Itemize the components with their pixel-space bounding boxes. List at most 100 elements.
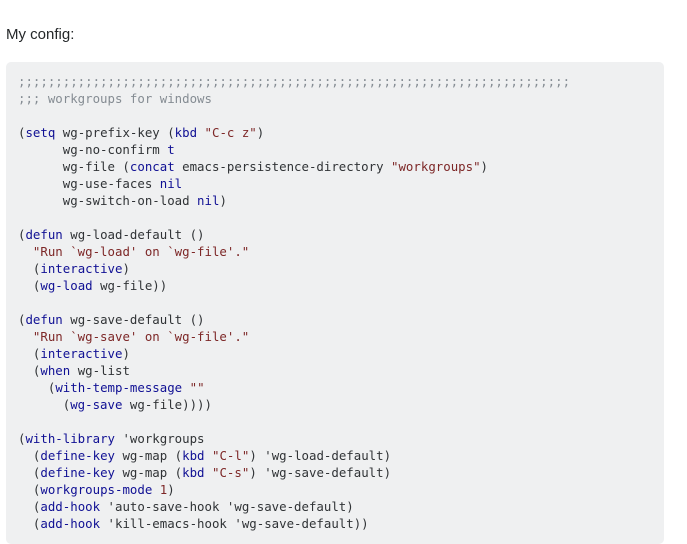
code-token-plain: wg-file ( xyxy=(18,159,130,174)
code-token-plain xyxy=(182,380,189,395)
code-token-plain: ) xyxy=(122,261,130,276)
code-line xyxy=(18,413,652,430)
code-line xyxy=(18,107,652,124)
code-token-keyword: when xyxy=(40,363,71,378)
code-line: (with-library 'workgroups xyxy=(18,430,652,447)
code-token-keyword: with-temp-message xyxy=(55,380,183,395)
code-token-plain: 'workgroups xyxy=(115,431,205,446)
code-line: "Run `wg-save' on `wg-file'." xyxy=(18,328,652,345)
code-token-plain: wg-use-faces xyxy=(18,176,160,191)
code-token-string: "C-s" xyxy=(212,465,250,480)
code-token-plain: wg-switch-on-load xyxy=(18,193,198,208)
code-token-plain xyxy=(152,482,159,497)
code-token-string: "workgroups" xyxy=(391,159,481,174)
code-token-keyword: setq xyxy=(25,125,56,140)
code-line: wg-switch-on-load nil) xyxy=(18,192,652,209)
code-token-keyword: kbd xyxy=(174,125,198,140)
code-line: (defun wg-load-default () xyxy=(18,226,652,243)
code-token-plain: ( xyxy=(18,448,41,463)
code-line: (interactive) xyxy=(18,260,652,277)
code-token-plain: ) xyxy=(256,125,265,140)
code-token-plain: ( xyxy=(18,397,71,412)
code-token-plain: emacs-persistence-directory xyxy=(174,159,392,174)
code-line xyxy=(18,209,652,226)
code-token-plain: ( xyxy=(18,516,41,531)
code-line: ;;;;;;;;;;;;;;;;;;;;;;;;;;;;;;;;;;;;;;;;… xyxy=(18,73,652,90)
code-line: (add-hook 'auto-save-hook 'wg-save-defau… xyxy=(18,498,652,515)
code-token-keyword: with-library xyxy=(25,431,115,446)
code-token-plain: wg-prefix-key ( xyxy=(55,125,175,140)
intro-paragraph: My config: xyxy=(6,26,75,43)
code-token-keyword: add-hook xyxy=(40,499,101,514)
code-token-keyword: kbd xyxy=(182,465,205,480)
code-token-plain: wg-file)))) xyxy=(122,397,212,412)
code-token-plain: ( xyxy=(18,278,41,293)
code-token-keyword: interactive xyxy=(40,261,123,276)
code-token-plain xyxy=(197,125,204,140)
code-line: wg-file (concat emacs-persistence-direct… xyxy=(18,158,652,175)
code-token-string: 1 xyxy=(159,482,168,497)
code-block[interactable]: ;;;;;;;;;;;;;;;;;;;;;;;;;;;;;;;;;;;;;;;;… xyxy=(6,62,664,544)
code-token-string: "Run `wg-save' on `wg-file'." xyxy=(32,329,250,344)
code-token-plain: ) xyxy=(219,193,227,208)
code-content[interactable]: ;;;;;;;;;;;;;;;;;;;;;;;;;;;;;;;;;;;;;;;;… xyxy=(18,73,652,532)
code-token-plain: ( xyxy=(18,482,41,497)
code-token-plain xyxy=(205,448,212,463)
code-line: ;;; workgroups for windows xyxy=(18,90,652,107)
code-line: (when wg-list xyxy=(18,362,652,379)
code-token-keyword: t xyxy=(167,142,175,157)
code-token-paren: ( xyxy=(18,227,26,242)
code-token-plain: 'auto-save-hook 'wg-save-default) xyxy=(100,499,354,514)
code-token-plain: 'kill-emacs-hook 'wg-save-default)) xyxy=(100,516,369,531)
code-token-keyword: define-key xyxy=(40,448,115,463)
code-token-string: "C-l" xyxy=(212,448,250,463)
code-token-paren: ( xyxy=(18,431,26,446)
code-line: (setq wg-prefix-key (kbd "C-c z") xyxy=(18,124,652,141)
code-token-keyword: kbd xyxy=(182,448,205,463)
code-token-plain: wg-map ( xyxy=(115,448,183,463)
code-token-plain xyxy=(18,329,33,344)
code-token-string: "" xyxy=(189,380,205,395)
code-line: (defun wg-save-default () xyxy=(18,311,652,328)
code-line: (add-hook 'kill-emacs-hook 'wg-save-defa… xyxy=(18,515,652,532)
code-token-plain: wg-load-default () xyxy=(62,227,205,242)
code-token-plain xyxy=(18,244,33,259)
code-line: (with-temp-message "" xyxy=(18,379,652,396)
code-line: wg-use-faces nil xyxy=(18,175,652,192)
code-token-plain: ( xyxy=(18,346,41,361)
code-line: (wg-load wg-file)) xyxy=(18,277,652,294)
code-token-plain xyxy=(205,465,212,480)
code-token-plain: ) 'wg-load-default) xyxy=(249,448,392,463)
code-token-plain: ( xyxy=(18,380,56,395)
code-token-string: "C-c z" xyxy=(204,125,257,140)
code-token-plain: wg-no-confirm xyxy=(18,142,168,157)
code-token-plain: wg-map ( xyxy=(115,465,183,480)
code-token-plain: ) xyxy=(122,346,130,361)
code-line xyxy=(18,294,652,311)
code-line: (workgroups-mode 1) xyxy=(18,481,652,498)
code-token-keyword: defun xyxy=(25,312,63,327)
code-token-paren: ( xyxy=(18,312,26,327)
code-token-plain: ( xyxy=(18,499,41,514)
code-token-keyword: interactive xyxy=(40,346,123,361)
code-token-keyword: add-hook xyxy=(40,516,101,531)
code-line: "Run `wg-load' on `wg-file'." xyxy=(18,243,652,260)
code-token-plain: wg-list xyxy=(70,363,130,378)
code-token-keyword: wg-load xyxy=(40,278,93,293)
code-token-plain: ) xyxy=(480,159,489,174)
code-token-plain: ( xyxy=(18,261,41,276)
code-token-comment: ;;; workgroups for windows xyxy=(18,91,212,106)
code-token-plain: ( xyxy=(18,363,41,378)
code-token-plain: ) xyxy=(167,482,175,497)
code-token-plain: ( xyxy=(18,465,41,480)
code-line: (interactive) xyxy=(18,345,652,362)
code-line: (define-key wg-map (kbd "C-s") 'wg-save-… xyxy=(18,464,652,481)
code-line: wg-no-confirm t xyxy=(18,141,652,158)
code-token-paren: ( xyxy=(18,125,26,140)
code-token-comment: ;;;;;;;;;;;;;;;;;;;;;;;;;;;;;;;;;;;;;;;;… xyxy=(18,74,571,89)
code-token-keyword: define-key xyxy=(40,465,115,480)
code-token-keyword: nil xyxy=(197,193,220,208)
code-token-plain: ) 'wg-save-default) xyxy=(249,465,392,480)
code-token-string: "Run `wg-load' on `wg-file'." xyxy=(32,244,250,259)
code-token-keyword: concat xyxy=(129,159,175,174)
